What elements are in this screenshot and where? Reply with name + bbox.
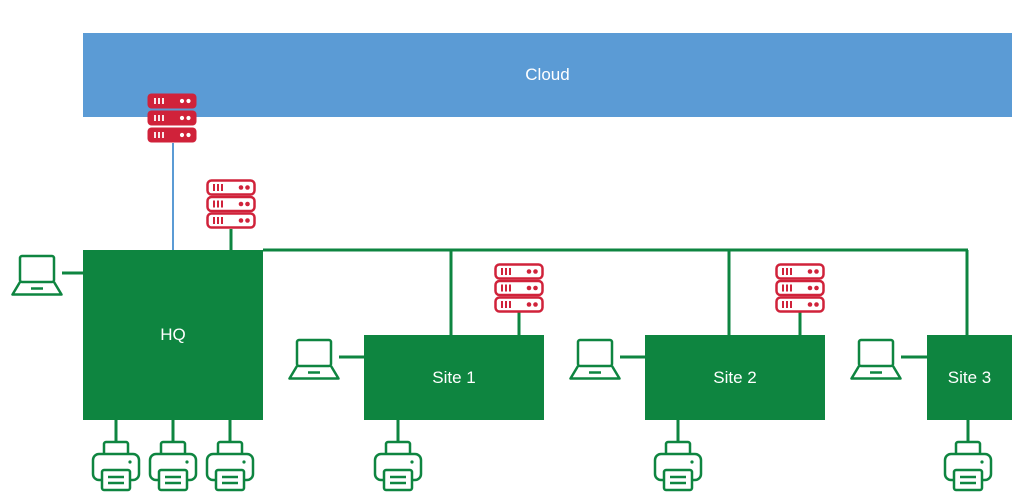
site3-laptop-icon <box>850 338 902 380</box>
site3-node: Site 3 <box>927 335 1012 420</box>
site1-printer-icon <box>373 440 423 492</box>
cloud-label: Cloud <box>525 65 569 84</box>
site2-box <box>645 335 825 420</box>
site1-box <box>364 335 544 420</box>
hq-node: HQ <box>83 250 263 420</box>
site3-box <box>927 335 1012 420</box>
site3-label: Site 3 <box>948 368 991 387</box>
site1-label: Site 1 <box>432 368 475 387</box>
site2-printer-icon <box>653 440 703 492</box>
hq-laptop-icon <box>11 254 63 296</box>
hq-server-icon <box>206 179 256 229</box>
cloud-gateway-server-icon <box>146 92 198 144</box>
site3-printer-icon <box>943 440 993 492</box>
hq-printer-icon-2 <box>148 440 198 492</box>
cloud-band <box>83 33 1012 117</box>
connection-lines <box>62 143 970 441</box>
site1-node: Site 1 <box>364 335 544 420</box>
hq-box <box>83 250 263 420</box>
site1-laptop-icon <box>288 338 340 380</box>
site2-server-icon <box>775 263 825 313</box>
site2-node: Site 2 <box>645 335 825 420</box>
hq-printer-icon-3 <box>205 440 255 492</box>
site1-server-icon <box>494 263 544 313</box>
site2-label: Site 2 <box>713 368 756 387</box>
hq-label: HQ <box>160 325 186 344</box>
site2-laptop-icon <box>569 338 621 380</box>
hq-printer-icon-1 <box>91 440 141 492</box>
